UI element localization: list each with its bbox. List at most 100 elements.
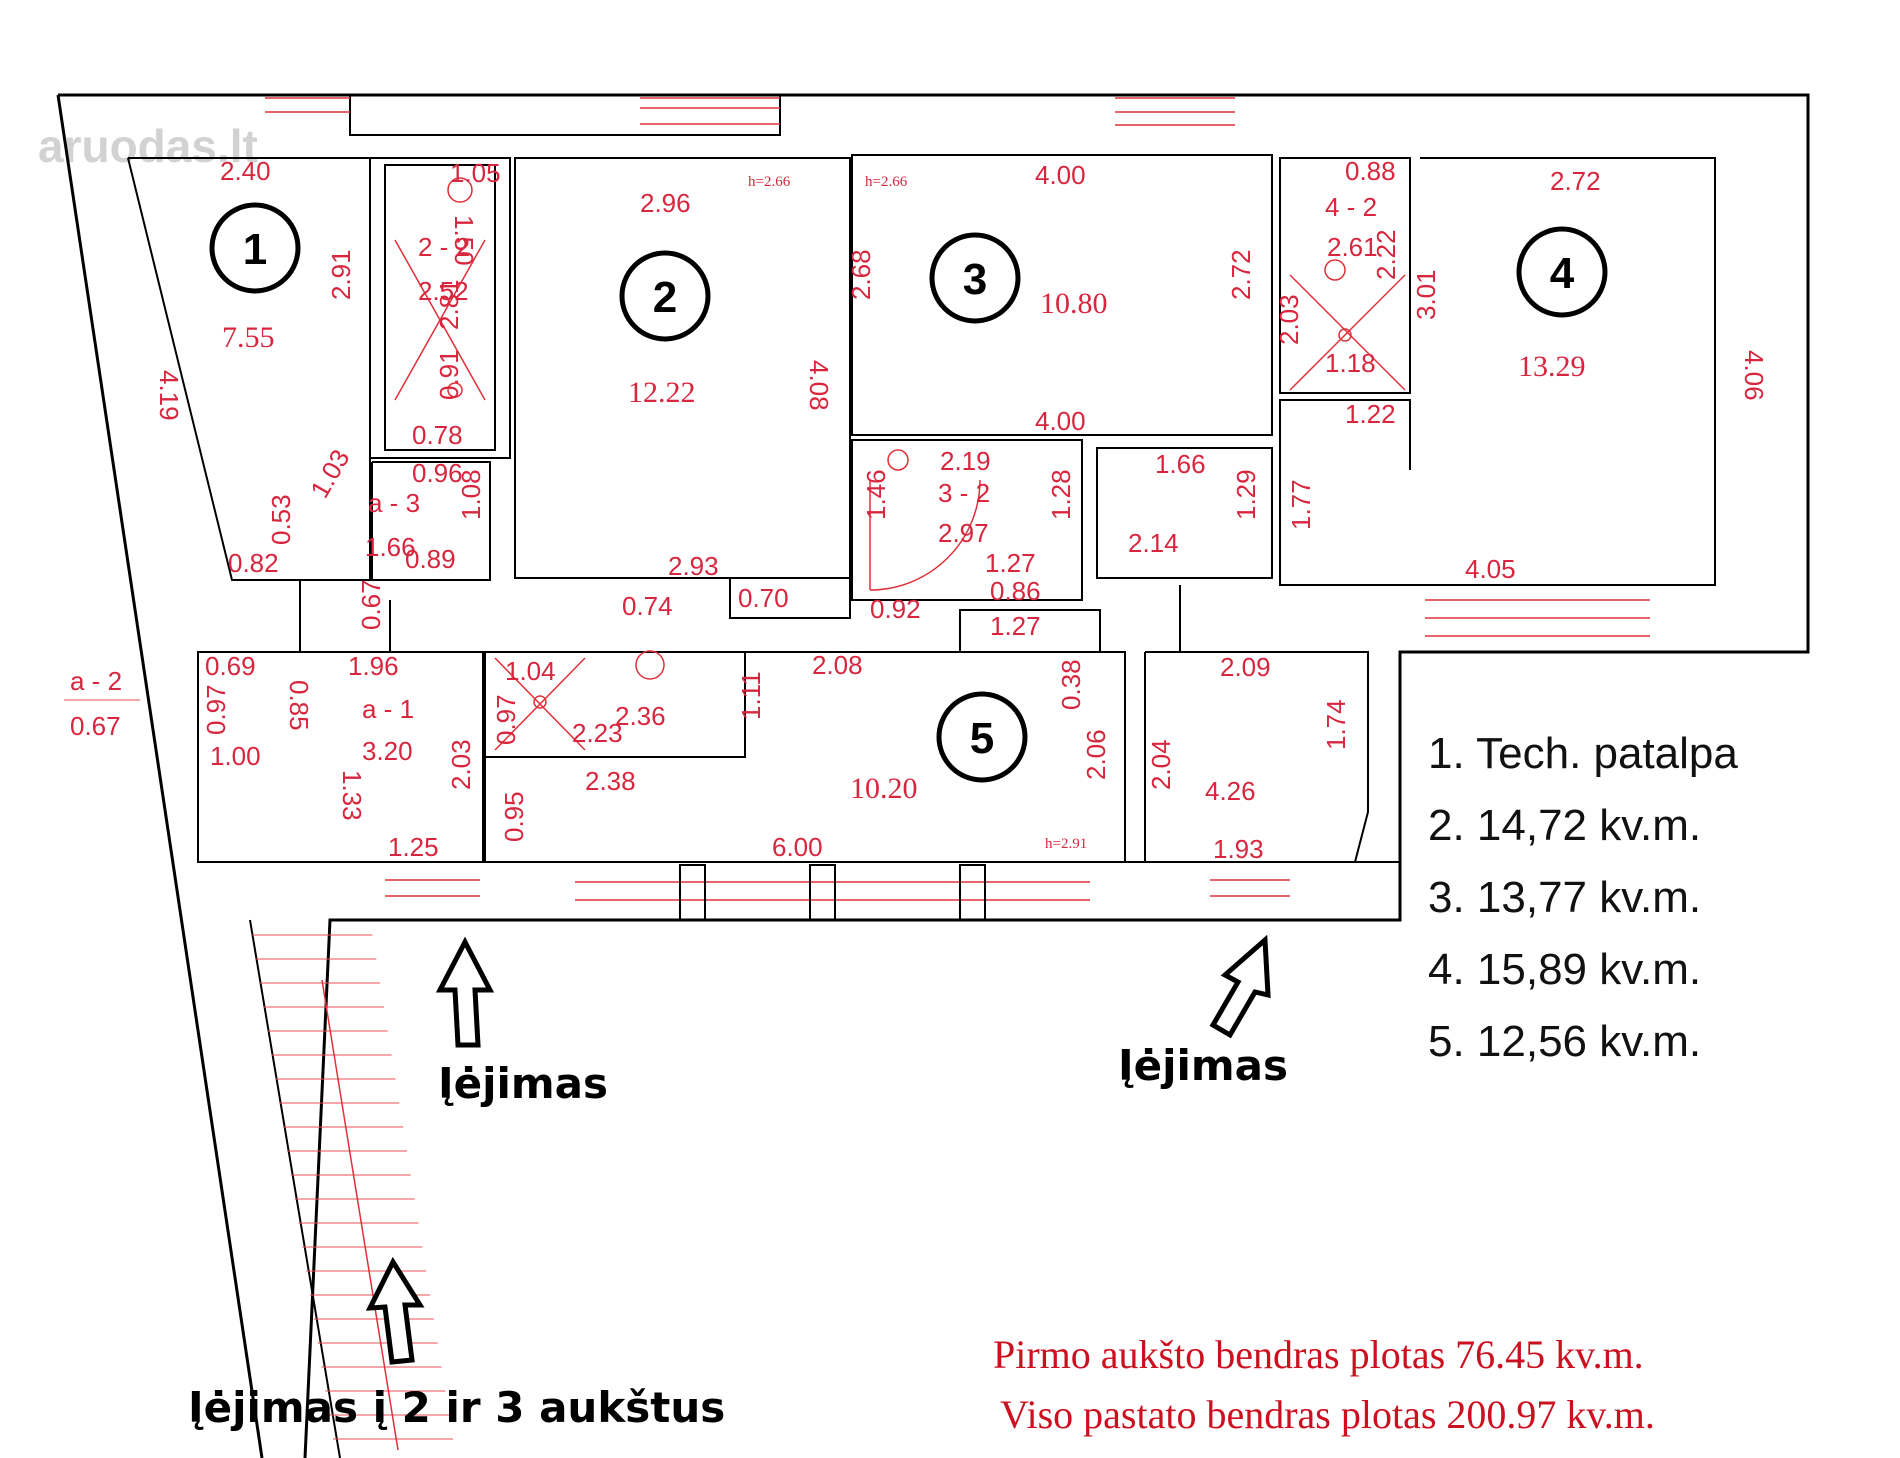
room-4-26-area: 4.26 [1205, 776, 1256, 806]
dimension-label: 2.93 [668, 551, 719, 581]
dimension-label: 0.92 [870, 594, 921, 624]
dimension-label: 1.00 [210, 741, 261, 771]
subroom-2-2-area: 2.52 [418, 276, 469, 306]
dimension-label: 1.25 [388, 832, 439, 862]
dimension-label: 0.78 [412, 420, 463, 450]
entrance-label-stairs: Įėjimas į 2 ir 3 aukštus [188, 1383, 725, 1432]
dimension-label: 4.19 [154, 370, 184, 421]
entrance-label-left: Įėjimas [438, 1059, 608, 1108]
dimension-label: 1.74 [1321, 699, 1351, 750]
fixtures [394, 177, 1406, 751]
subroom-2-2-label: 2 - 2 [418, 232, 470, 262]
subroom-a-1-label: a - 1 [362, 694, 414, 724]
dimension-label: 2.03 [446, 739, 476, 790]
legend-item-3: 3. 13,77 kv.m. [1428, 873, 1701, 922]
entrance-arrow-right [1209, 934, 1271, 1039]
ceiling-height-room-3: h=2.66 [865, 174, 908, 190]
legend-item-2: 2. 14,72 kv.m. [1428, 801, 1701, 850]
dimension-label: 1.27 [985, 548, 1036, 578]
dimension-label: 0.85 [284, 680, 314, 731]
dimension-label: 0.67 [356, 579, 386, 630]
subroom-a-3-area: 1.66 [365, 532, 416, 562]
dimension-label: 1.93 [1213, 834, 1264, 864]
interior-walls [127, 154, 1716, 1458]
watermark: aruodas.lt [38, 120, 258, 172]
subroom-a-2-area: 0.67 [70, 711, 121, 741]
room-2-area: 12.22 [628, 376, 696, 409]
room-5-number: 5 [970, 714, 994, 763]
legend-item-1: 1. Tech. patalpa [1428, 729, 1738, 778]
entrance-label-right: Įėjimas [1118, 1041, 1288, 1090]
entrance-arrow-stairs [365, 1256, 425, 1365]
dimension-label: 1.11 [736, 671, 766, 720]
dimension-label: 1.28 [1046, 469, 1076, 520]
subroom-a-2-label: a - 2 [70, 666, 122, 696]
room-5-area: 10.20 [850, 772, 918, 805]
dimension-label: 1.03 [304, 444, 355, 503]
dimension-label: 6.00 [772, 832, 823, 862]
staircase [252, 934, 454, 1451]
subroom-3-2-area: 2.97 [938, 518, 989, 548]
dimension-label: 2.72 [1226, 249, 1256, 300]
dimension-label: 1.29 [1231, 469, 1261, 520]
dimension-label: 4.00 [1035, 406, 1086, 436]
room-4-marker: 4 [1516, 226, 1608, 318]
subroom-4-2-area: 2.61 [1327, 232, 1378, 262]
legend-item-5: 5. 12,56 kv.m. [1428, 1017, 1701, 1066]
dimension-label: 0.70 [738, 583, 789, 613]
dimension-label: 0.88 [1345, 156, 1396, 186]
dimension-label: 2.19 [940, 446, 991, 476]
dimension-label: 0.95 [499, 791, 529, 842]
dimension-label: 0.96 [412, 458, 463, 488]
outer-walls [56, 93, 1810, 1458]
room-4-number: 4 [1550, 249, 1575, 298]
dimension-label: 1.04 [505, 656, 556, 686]
room-3-number: 3 [963, 255, 987, 304]
dimension-label: 1.08 [456, 469, 486, 520]
entrance-arrow-left [435, 936, 495, 1048]
dimension-label: 2.38 [585, 766, 636, 796]
room-4-area: 13.29 [1518, 350, 1586, 383]
dimension-label: 1.05 [450, 158, 501, 188]
dimension-label: 0.53 [266, 494, 296, 545]
dimension-label: 1.96 [348, 651, 399, 681]
dimension-label: 0.69 [205, 651, 256, 681]
dimension-label: 1.50 [449, 215, 479, 266]
room-legend: 1. Tech. patalpa 2. 14,72 kv.m. 3. 13,77… [1428, 729, 1738, 1066]
dimension-label: 0.91 [434, 349, 464, 400]
room-2-marker: 2 [619, 250, 711, 342]
subroom-a-1-area: 3.20 [362, 736, 413, 766]
room-3-marker: 3 [929, 232, 1021, 324]
subroom-a-3-label: a - 3 [368, 488, 420, 518]
dimension-label: 2.91 [326, 249, 356, 300]
dimension-label: 4.06 [1739, 350, 1769, 401]
dimension-label: 2.23 [572, 718, 623, 748]
dimension-label: 1.77 [1286, 479, 1316, 530]
dimension-label: 0.86 [990, 576, 1041, 606]
dimension-label: 2.40 [220, 156, 271, 186]
dimension-label: 2.22 [1371, 229, 1401, 280]
dimension-label: 2.09 [1220, 652, 1271, 682]
dimension-label: 0.74 [622, 591, 673, 621]
room-5-marker: 5 [936, 691, 1028, 783]
legend-item-4: 4. 15,89 kv.m. [1428, 945, 1701, 994]
room-3-area: 10.80 [1040, 287, 1108, 320]
dimension-label: 0.97 [201, 684, 231, 735]
dimension-label: 2.81 [434, 279, 464, 330]
wc-area: 2.36 [615, 701, 666, 731]
hall-area: 2.14 [1128, 528, 1179, 558]
room-1-marker: 1 [209, 202, 301, 294]
dimension-label: 2.96 [640, 188, 691, 218]
windows [265, 94, 1650, 921]
dimension-label: 0.82 [228, 548, 279, 578]
dimension-label: 1.27 [990, 611, 1041, 641]
dimension-label: 1.66 [1155, 449, 1206, 479]
subroom-4-2-label: 4 - 2 [1325, 192, 1377, 222]
dimension-label: 0.97 [491, 694, 521, 745]
first-floor-total-area: Pirmo aukšto bendras plotas 76.45 kv.m. [993, 1332, 1644, 1377]
room-1-area: 7.55 [222, 321, 275, 354]
dimension-label: 2.68 [846, 249, 876, 300]
dimension-label: 4.05 [1465, 554, 1516, 584]
